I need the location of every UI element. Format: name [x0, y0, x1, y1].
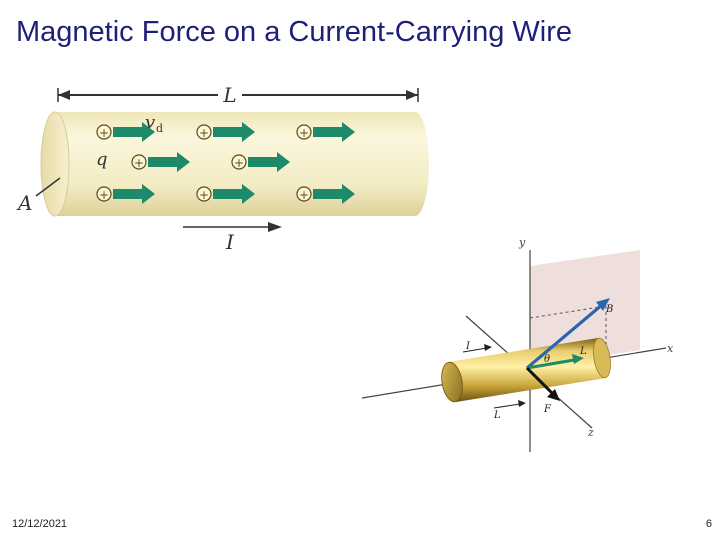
current-label-3d: I — [465, 341, 471, 352]
field-label: B — [605, 304, 613, 315]
drift-velocity-arrow — [213, 122, 255, 142]
area-label: A — [16, 191, 32, 215]
drift-velocity-arrow — [213, 184, 255, 204]
charge-carrier: + — [296, 184, 355, 204]
drift-velocity-arrow — [248, 152, 290, 172]
length-vector-arrow-label: L — [579, 346, 587, 357]
charge-carrier: + — [196, 122, 255, 142]
wire-length-arrow — [493, 403, 521, 409]
force-vector-arrow — [525, 366, 554, 395]
drift-velocity-arrow — [313, 122, 355, 142]
drift-velocity-arrow — [313, 184, 355, 204]
wire-end-cap — [441, 361, 463, 403]
charge-carrier: + — [196, 184, 255, 204]
footer-date: 12/12/2021 — [12, 518, 68, 530]
field-vector-arrow — [525, 302, 605, 370]
svg-text:+: + — [99, 126, 109, 140]
svg-text:+: + — [199, 126, 209, 140]
svg-text:+: + — [234, 156, 244, 170]
svg-text:+: + — [299, 188, 309, 202]
svg-text:+: + — [199, 188, 209, 202]
drift-velocity-arrow — [113, 184, 155, 204]
charge-carrier: + — [96, 184, 155, 204]
area-pointer — [35, 177, 61, 197]
charge-carrier: + — [231, 152, 290, 172]
current-direction-arrow — [462, 347, 488, 353]
drift-velocity-label: v — [145, 112, 155, 133]
svg-text:+: + — [134, 156, 144, 170]
force-label: F — [543, 404, 552, 415]
charge-carrier: + — [96, 122, 155, 142]
z-axis-label: z — [587, 426, 594, 439]
current-label: I — [225, 230, 235, 254]
svg-text:+: + — [99, 188, 109, 202]
length-label: L — [222, 83, 236, 107]
wire-length-label: L — [493, 410, 501, 421]
length-vector-arrow — [526, 358, 575, 370]
drift-velocity-subscript: d — [156, 122, 163, 135]
drift-velocity-arrow — [148, 152, 190, 172]
charge-carrier: + — [131, 152, 190, 172]
page-number: 6 — [705, 518, 712, 530]
slide-title: Magnetic Force on a Current-Carrying Wir… — [16, 16, 573, 48]
angle-label: θ — [544, 354, 550, 365]
charge-carrier: + — [296, 122, 355, 142]
wire-end-cap — [40, 111, 70, 217]
charge-label: q — [96, 149, 108, 170]
y-axis-label: y — [518, 236, 526, 249]
x-axis-label: x — [667, 342, 674, 355]
drift-velocity-arrow — [113, 122, 155, 142]
svg-text:+: + — [299, 126, 309, 140]
